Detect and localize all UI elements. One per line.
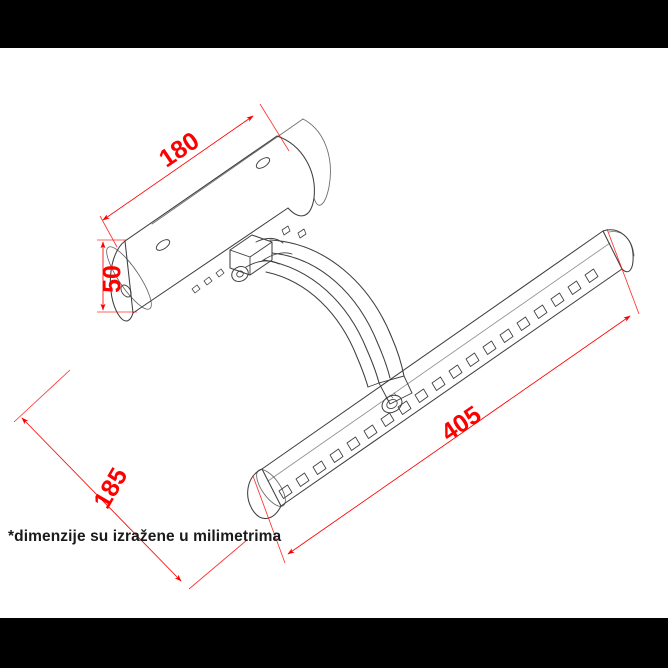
- dimension-185-extension-a: [13, 369, 71, 423]
- dimension-180-line: [102, 115, 254, 221]
- dimension-label-405: 405: [436, 401, 486, 448]
- dimension-405-extension-b: [606, 228, 640, 315]
- pivot-knuckle: [231, 265, 249, 283]
- dimension-180-extension-a: [99, 215, 118, 248]
- dimension-drawing: 180 50 405 185: [13, 103, 640, 590]
- dimension-185-line: [21, 417, 182, 582]
- swivel-arm-part: [263, 225, 413, 414]
- dimension-50: [97, 239, 137, 313]
- dimension-label-185: 185: [88, 463, 133, 513]
- pivot-bracket-part: [229, 234, 293, 283]
- dimension-405-extension-a: [252, 475, 286, 564]
- dimension-annotations: [13, 103, 640, 590]
- dimension-label-180: 180: [154, 127, 204, 174]
- housing-hole-top: [255, 157, 271, 169]
- dimension-labels: 180 50 405 185: [88, 127, 486, 514]
- dimension-180: [99, 103, 290, 248]
- dimension-180-extension-b: [259, 103, 290, 152]
- housing-endcap-hole: [120, 284, 132, 298]
- letterbox-bar-top: [0, 0, 668, 48]
- lamp-housing-part: [106, 118, 331, 322]
- dimension-405-line: [287, 315, 631, 555]
- technical-drawing-canvas: 180 50 405 185 *dimenzije su izražene u …: [0, 48, 668, 618]
- units-footnote: *dimenzije su izražene u milimetrima: [8, 528, 282, 545]
- led-aperture-group: [278, 268, 599, 499]
- dimension-405: [252, 228, 640, 564]
- housing-hole-front: [155, 239, 171, 251]
- letterbox-bar-bottom: [0, 618, 668, 668]
- product-linework: [106, 118, 635, 519]
- dimension-label-50: 50: [99, 265, 127, 293]
- dimension-185-extension-b: [188, 539, 248, 590]
- dimension-185: [13, 369, 248, 590]
